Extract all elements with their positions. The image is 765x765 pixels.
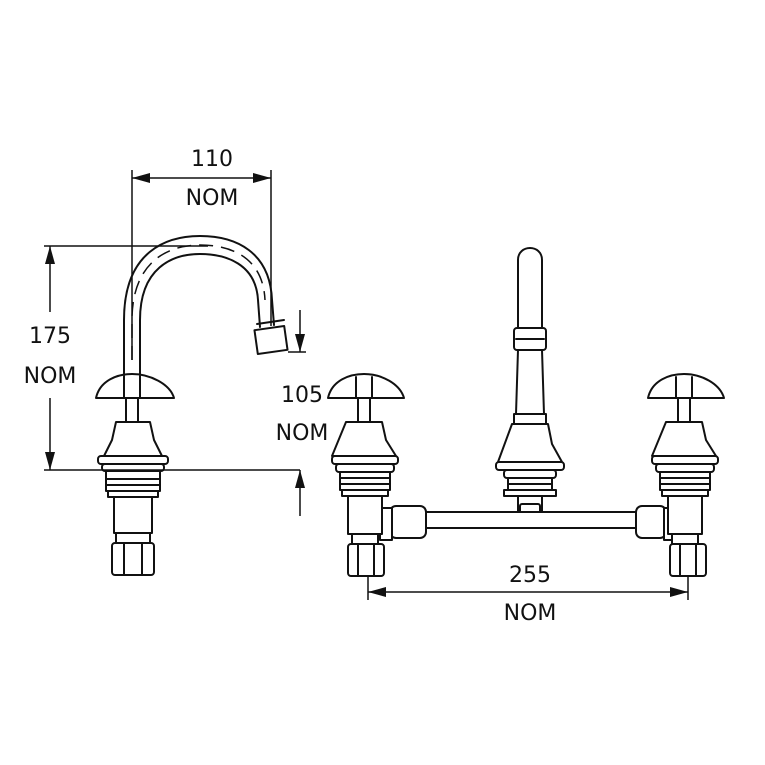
right-valve [647,373,725,577]
connecting-pipe [379,505,679,541]
dimension-tap-centres-unit: NOM [504,601,557,626]
dimension-tap-centres-value: 255 [509,563,551,588]
front-spout [495,247,565,523]
side-view: 110 NOM 175 NOM 105 NOM [24,147,329,576]
side-tap-body [97,397,169,576]
dimension-outlet-height: 105 NOM [276,310,329,516]
dimension-spout-reach: 110 NOM [131,147,272,360]
left-valve [327,373,405,577]
dimension-spout-reach-value: 110 [191,147,233,172]
dimension-tap-height-value: 175 [29,324,71,349]
dimension-outlet-height-value: 105 [281,383,323,408]
dimension-spout-reach-unit: NOM [186,186,239,211]
dimension-tap-centres: 255 NOM [367,563,689,626]
gooseneck-spout [123,235,289,379]
dimension-outlet-height-unit: NOM [276,421,329,446]
side-cross-handle [95,373,175,399]
dimension-tap-height: 175 NOM [24,245,300,471]
dimension-tap-height-unit: NOM [24,364,77,389]
front-view: 255 NOM [327,247,725,626]
